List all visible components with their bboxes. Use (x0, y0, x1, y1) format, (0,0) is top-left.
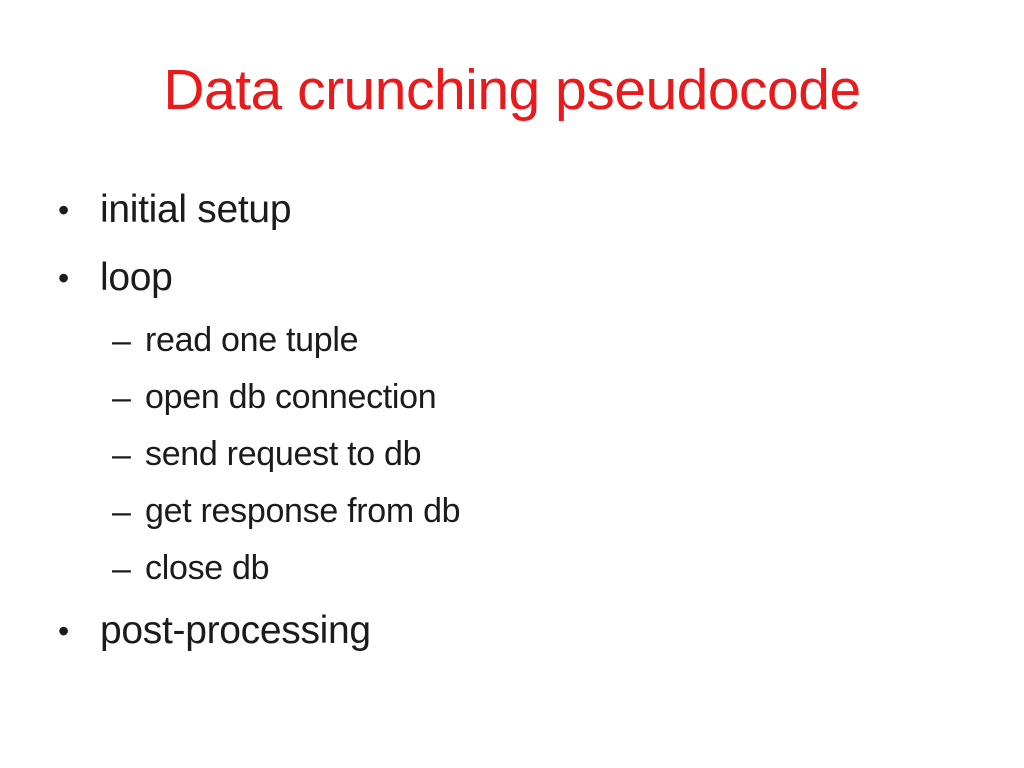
sub-bullet-item-open-db-connection: – open db connection (0, 369, 1024, 426)
dash-marker-icon: – (112, 435, 131, 474)
sub-bullet-text: get response from db (145, 492, 461, 531)
dash-marker-icon: – (112, 549, 131, 588)
sub-bullet-text: read one tuple (145, 321, 359, 360)
bullet-list: • initial setup • loop – read one tuple … (0, 176, 1024, 665)
bullet-dot-icon: • (58, 192, 69, 229)
dash-marker-icon: – (112, 492, 131, 531)
slide-title: Data crunching pseudocode (163, 58, 861, 122)
sub-bullet-text: send request to db (145, 435, 422, 474)
bullet-item-initial-setup: • initial setup (0, 176, 1024, 244)
bullet-text: initial setup (100, 188, 292, 232)
bullet-dot-icon: • (58, 613, 69, 650)
bullet-text: post-processing (100, 609, 371, 653)
sub-bullet-item-close-db: – close db (0, 540, 1024, 597)
bullet-item-post-processing: • post-processing (0, 597, 1024, 665)
sub-bullet-item-get-response-from-db: – get response from db (0, 483, 1024, 540)
dash-marker-icon: – (112, 378, 131, 417)
dash-marker-icon: – (112, 321, 131, 360)
sub-bullet-text: open db connection (145, 378, 437, 417)
sub-bullet-text: close db (145, 549, 270, 588)
sub-bullet-item-send-request-to-db: – send request to db (0, 426, 1024, 483)
bullet-dot-icon: • (58, 260, 69, 297)
bullet-item-loop: • loop (0, 244, 1024, 312)
sub-bullet-item-read-one-tuple: – read one tuple (0, 312, 1024, 369)
bullet-text: loop (100, 256, 173, 300)
